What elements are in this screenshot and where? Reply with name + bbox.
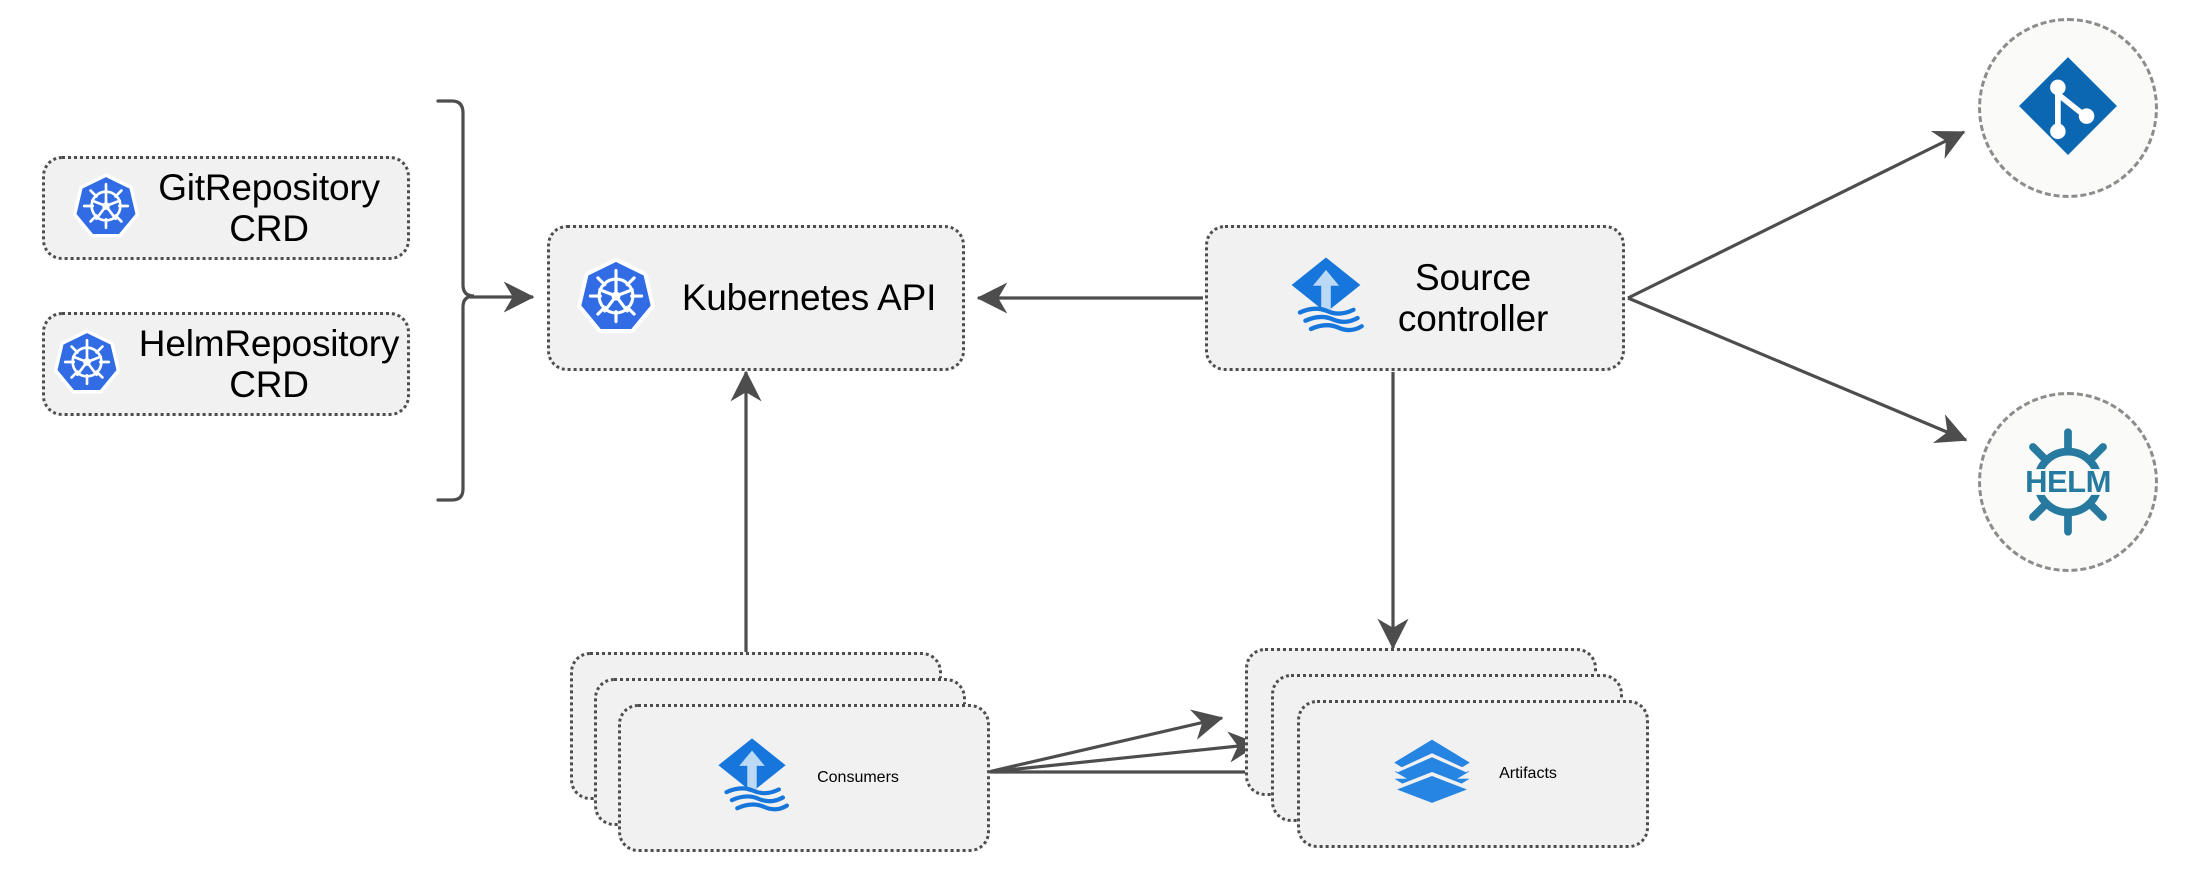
artifacts-card-front[interactable]: Artifacts: [1297, 700, 1649, 848]
helmrepository-crd-box[interactable]: HelmRepository CRD: [42, 312, 410, 416]
helm-circle[interactable]: HELM: [1978, 392, 2158, 572]
gitrepository-crd-label: GitRepository CRD: [158, 166, 380, 249]
crd-bracket: [436, 99, 535, 502]
artifacts-label: Artifacts: [1499, 765, 1557, 782]
consumers-card-front[interactable]: Consumers: [618, 704, 990, 852]
git-icon: [2014, 52, 2122, 165]
git-circle[interactable]: [1978, 18, 2158, 198]
kubernetes-icon: [576, 256, 656, 341]
arrow-source-controller-to-git: [1627, 130, 1966, 300]
arrow-consumers-to-artifacts-top: [987, 709, 1224, 774]
source-controller-box[interactable]: Source controller: [1205, 225, 1625, 371]
source-controller-label: Source controller: [1397, 256, 1549, 339]
flux-icon: [1282, 252, 1370, 345]
consumers-label: Consumers: [817, 769, 899, 786]
helmrepository-crd-label: HelmRepository CRD: [138, 322, 400, 405]
arrow-consumers-to-artifacts-middle: [987, 731, 1260, 774]
kubernetes-api-box[interactable]: Kubernetes API: [547, 225, 965, 371]
flux-icon: [709, 733, 795, 824]
layers-icon: [1389, 729, 1475, 820]
helm-wordmark: HELM: [2025, 464, 2111, 499]
consumers-stack[interactable]: Consumers: [570, 652, 990, 864]
arrow-source-controller-to-helm: [1627, 296, 1968, 443]
gitrepository-crd-box[interactable]: GitRepository CRD: [42, 156, 410, 260]
helm-icon: HELM: [2009, 423, 2127, 541]
kubernetes-icon: [53, 328, 121, 401]
kubernetes-icon: [72, 172, 140, 245]
kubernetes-api-label: Kubernetes API: [681, 277, 937, 319]
artifacts-stack[interactable]: Artifacts: [1245, 648, 1665, 860]
